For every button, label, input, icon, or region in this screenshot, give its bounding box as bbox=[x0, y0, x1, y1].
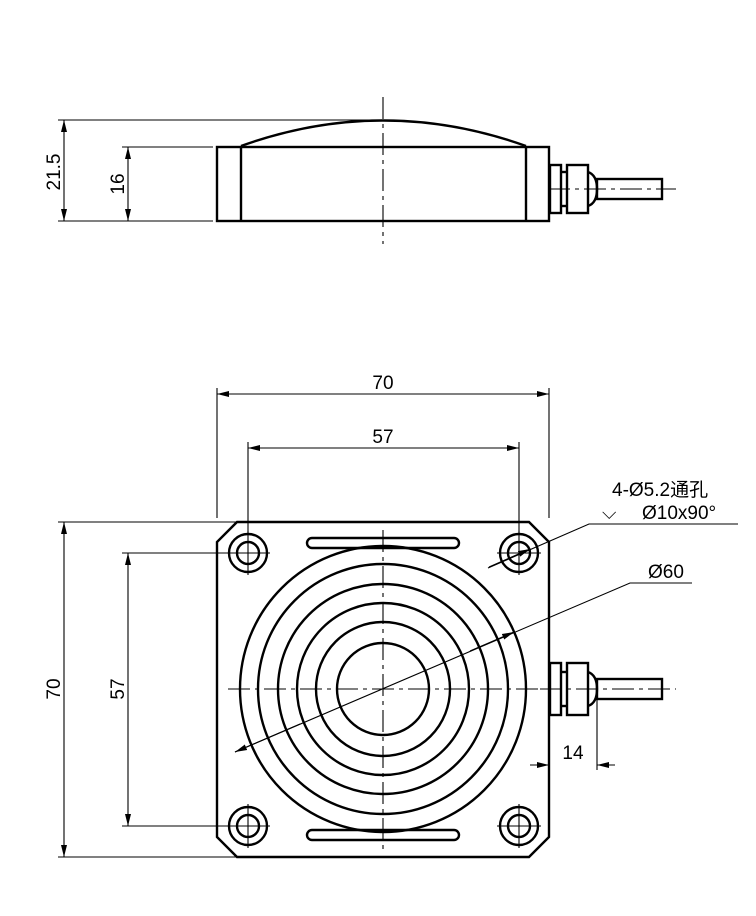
hole-note-line2: Ø10x90° bbox=[642, 503, 716, 524]
dome-top bbox=[240, 119, 527, 148]
cable-connector bbox=[548, 163, 676, 215]
dim-width-outer: 70 bbox=[372, 373, 393, 394]
diameter-leader bbox=[234, 582, 692, 753]
base-plate bbox=[215, 520, 551, 859]
dim-total-height: 21.5 bbox=[44, 154, 65, 191]
cable-connector bbox=[540, 661, 676, 717]
countersink-symbol: ⌵ bbox=[602, 503, 617, 524]
hole-note-line1: 4-Ø5.2通孔 bbox=[612, 479, 708, 501]
front-view: 70 57 70 57 14 4-Ø5.2通孔 ⌵ Ø10x90° Ø60 bbox=[44, 373, 738, 859]
dim-height-outer: 70 bbox=[44, 678, 65, 699]
dim-diameter: Ø60 bbox=[648, 562, 684, 583]
dim-height-holes: 57 bbox=[108, 678, 129, 699]
dim-connector: 14 bbox=[562, 743, 584, 764]
dim-body-height: 16 bbox=[108, 173, 129, 194]
side-view: 21.5 16 bbox=[44, 97, 676, 244]
dim-width-holes: 57 bbox=[372, 427, 393, 448]
